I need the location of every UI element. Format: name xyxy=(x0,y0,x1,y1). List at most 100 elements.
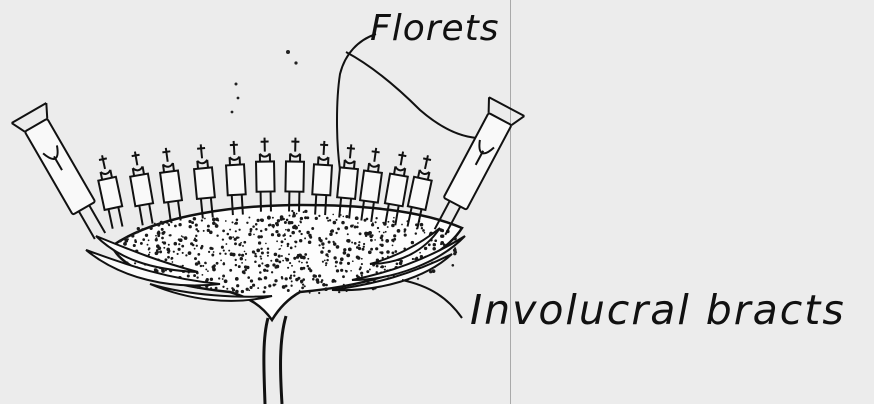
stipple-dot xyxy=(350,270,352,272)
stipple-dot xyxy=(336,269,339,272)
stipple-dot xyxy=(433,243,436,246)
stipple-dot xyxy=(329,232,333,236)
stipple-dot xyxy=(222,230,225,233)
stipple-dot xyxy=(387,221,389,223)
stipple-dot xyxy=(155,251,159,255)
stipple-dot xyxy=(224,253,226,255)
stipple-dot xyxy=(198,262,201,265)
stipple-dot xyxy=(359,268,361,270)
stipple-dot xyxy=(298,260,300,262)
stipple-dot xyxy=(275,230,278,233)
stipple-dot xyxy=(168,244,170,246)
stipple-dot xyxy=(245,259,247,261)
stray-marks xyxy=(231,50,298,113)
stipple-dot xyxy=(260,248,262,250)
stipple-dot xyxy=(140,242,143,245)
stipple-dot xyxy=(362,248,365,251)
stipple-dot xyxy=(264,265,266,267)
stipple-dot xyxy=(281,240,284,243)
stipple-dot xyxy=(392,245,394,247)
stipple-dot xyxy=(134,239,136,241)
stipple-dot xyxy=(339,261,342,264)
stipple-dot xyxy=(236,219,239,222)
stipple-dot xyxy=(284,221,287,224)
stipple-dot xyxy=(375,217,377,219)
stipple-dot xyxy=(291,231,295,235)
stipple-dot xyxy=(240,242,242,244)
stipple-dot xyxy=(385,231,387,233)
stipple-dot xyxy=(411,241,414,244)
stipple-dot xyxy=(322,261,324,263)
stipple-dot xyxy=(234,223,236,225)
stipple-dot xyxy=(174,225,177,228)
stipple-dot xyxy=(124,239,128,243)
stipple-dot xyxy=(201,219,203,221)
stipple-dot xyxy=(375,247,378,250)
stipple-dot xyxy=(232,236,234,238)
stipple-dot xyxy=(333,242,336,245)
stipple-dot xyxy=(290,274,292,276)
stipple-dot xyxy=(300,217,303,220)
stipple-dot xyxy=(287,289,290,292)
stipple-dot xyxy=(250,286,253,289)
stipple-dot xyxy=(260,218,263,221)
stipple-dot xyxy=(267,247,269,249)
stipple-dot xyxy=(160,221,163,224)
stipple-dot xyxy=(336,245,340,249)
stipple-dot xyxy=(306,261,308,263)
stipple-dot xyxy=(451,264,454,267)
stipple-dot xyxy=(357,222,359,224)
stipple-dot xyxy=(157,234,160,237)
stipple-dot xyxy=(393,217,395,219)
stipple-dot xyxy=(260,258,262,260)
bracts-leader-line xyxy=(402,280,462,318)
stipple-dot xyxy=(193,217,197,221)
floret xyxy=(126,150,156,226)
stipple-dot xyxy=(188,251,192,255)
stipple-dot xyxy=(312,278,315,281)
stipple-dot xyxy=(335,219,337,221)
stipple-dot xyxy=(372,222,374,224)
stipple-dot xyxy=(145,234,148,237)
stipple-dot xyxy=(318,237,321,240)
stipple-dot xyxy=(415,232,417,234)
stipple-dot xyxy=(267,264,270,267)
stipple-dot xyxy=(379,231,381,233)
stipple-dot xyxy=(363,246,365,248)
floret xyxy=(93,153,126,229)
stipple-dot xyxy=(280,218,283,221)
stipple-dot xyxy=(421,227,423,229)
stipple-dot xyxy=(246,288,249,291)
stipple-dot xyxy=(136,231,139,234)
stipple-dot xyxy=(348,248,352,252)
stipple-dot xyxy=(404,234,407,237)
stipple-dot xyxy=(149,252,151,254)
stipple-dot xyxy=(202,265,204,267)
stipple-dot xyxy=(227,233,230,236)
stipple-dot xyxy=(294,246,296,248)
stipple-dot xyxy=(281,255,283,257)
stipple-dot xyxy=(329,219,331,221)
stipple-dot xyxy=(294,226,298,230)
stipple-dot xyxy=(302,278,305,281)
stipple-dot xyxy=(260,256,262,258)
stipple-dot xyxy=(169,234,171,236)
stipple-dot xyxy=(127,261,129,263)
stipple-dot xyxy=(267,251,270,254)
stipple-dot xyxy=(417,277,419,279)
stipple-dot xyxy=(270,260,272,262)
stipple-dot xyxy=(246,222,248,224)
stipple-dot xyxy=(244,251,246,253)
stipple-dot xyxy=(309,292,311,294)
stipple-dot xyxy=(277,233,281,237)
stipple-dot xyxy=(295,278,298,281)
stipple-dot xyxy=(286,219,289,222)
stipple-dot xyxy=(291,210,293,212)
stipple-dot xyxy=(361,263,363,265)
stipple-dot xyxy=(213,264,216,267)
stipple-dot xyxy=(356,246,359,249)
stipple-dot xyxy=(147,244,149,246)
stipple-dot xyxy=(308,240,312,244)
stipple-dot xyxy=(300,267,303,270)
stipple-dot xyxy=(343,248,346,251)
